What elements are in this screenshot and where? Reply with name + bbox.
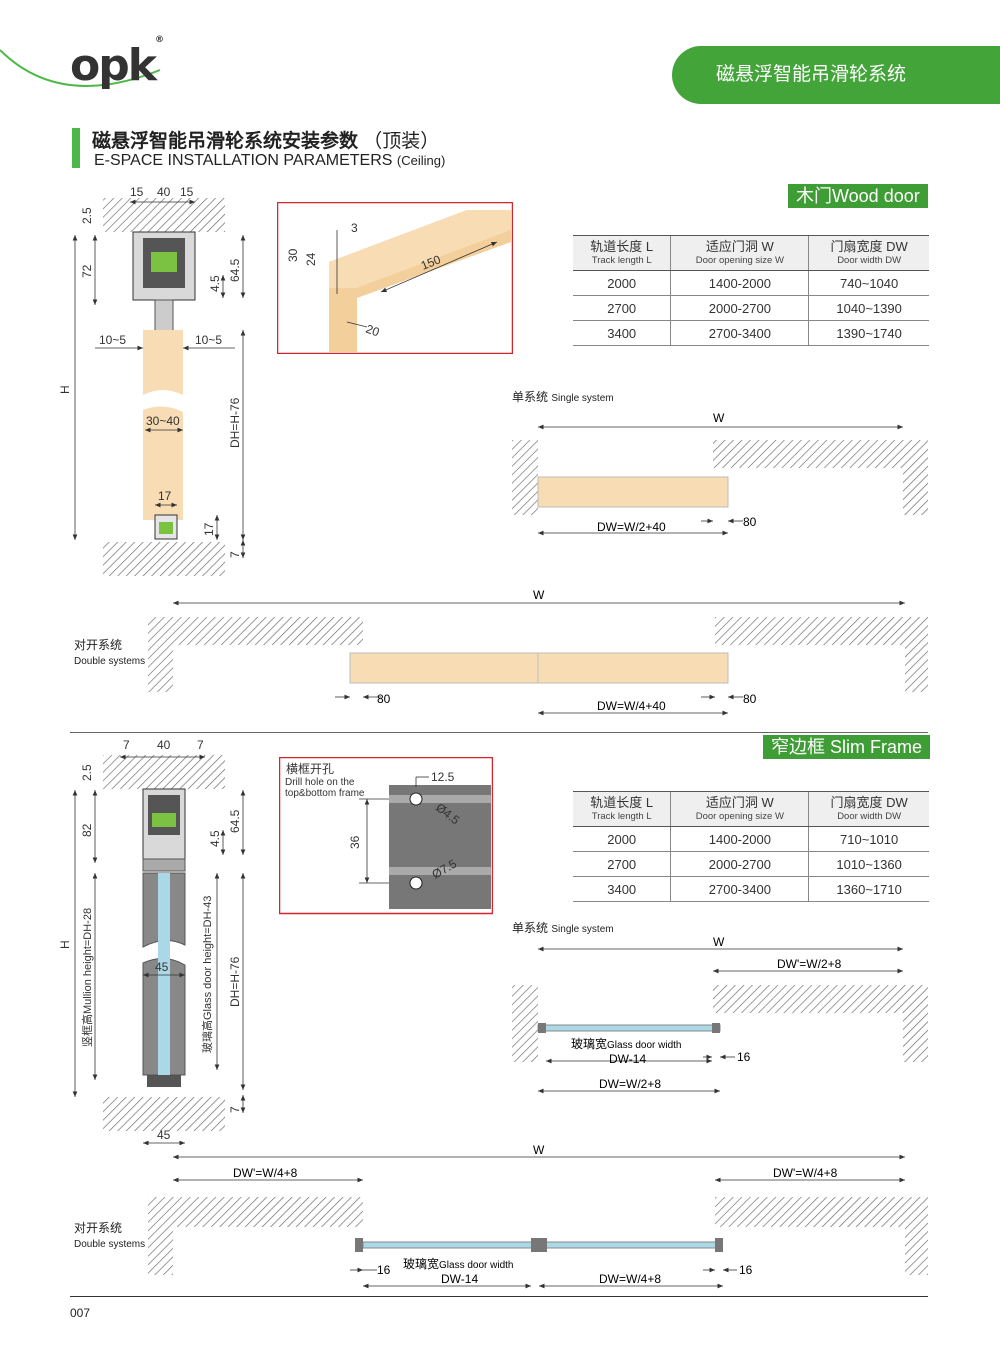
dim-40: 40 [157,738,171,752]
dim-80-left: 80 [377,692,391,706]
dim-64-5: 64.5 [228,809,242,833]
wood-single-label: 单系统 Single system [512,390,614,404]
drill-hole-detail: 横框开孔 Drill hole on the top&bottom frame … [279,757,493,915]
dim-7: 7 [228,1106,242,1113]
dim-7b: 7 [197,738,204,752]
dim-12-5: 12.5 [431,770,455,784]
dim-mullion: 竖框高Mullion height=DH-28 [80,908,94,1047]
slim-double-diagram: W DW'=W/4+8 DW'=W/4+8 16 玻璃宽Glass door w… [148,1143,928,1289]
dim-10-5-right: 10~5 [195,333,222,347]
dim-2-5: 2.5 [80,207,94,224]
dim-7a: 7 [123,738,130,752]
dim-3: 3 [351,221,358,235]
title-accent-bar [72,128,80,168]
opk-logo: opk® [70,35,164,91]
dim-dh: DH=H-76 [228,397,242,448]
dim-w: W [533,1143,545,1157]
dim-7: 7 [228,551,242,558]
dim-h: H [58,385,72,394]
dim-15b: 15 [180,185,194,199]
wood-door-tag: 木门Wood door [788,184,928,208]
drill-title: 横框开孔 [286,762,334,776]
dim-64-5: 64.5 [228,258,242,282]
dim-30-40: 30~40 [146,414,180,428]
dim-glass: 玻璃高Glass door height=DH-43 [200,896,214,1053]
dim-w: W [713,411,725,425]
dim-dw-14: DW-14 [441,1272,478,1286]
dim-45-bottom: 45 [157,1128,171,1142]
dim-h: H [58,940,72,949]
dim-dw: DW=W/2+8 [599,1077,661,1091]
dim-4-5: 4.5 [208,830,222,847]
footer-rule [70,1296,928,1297]
page-title: 磁悬浮智能吊滑轮系统安装参数 （顶装） [92,131,440,152]
dim-4-5: 4.5 [208,275,222,292]
dim-16-right: 16 [739,1263,753,1277]
wood-single-diagram: W DW=W/2+40 80 [512,411,928,536]
wood-section-drawing: 15 40 15 2.5 72 4.5 64.5 10~5 10~5 H 30~… [58,185,246,576]
dim-2-5: 2.5 [80,764,94,781]
dim-dw-prime-left: DW'=W/4+8 [233,1166,298,1180]
dim-dw: DW=W/4+40 [597,699,666,713]
dim-dw-14: DW-14 [609,1052,646,1066]
dim-82: 82 [80,823,94,837]
page-title-en: E-SPACE INSTALLATION PARAMETERS (Ceiling… [94,152,446,169]
dim-dw: DW=W/4+8 [599,1272,661,1286]
dim-17b: 17 [202,522,216,536]
header-banner: 磁悬浮智能吊滑轮系统 [672,46,1000,104]
slim-section-drawing: 7 40 7 2.5 82 4.5 64.5 H 竖框高Mullion heig… [58,738,246,1145]
glass-width-label: 玻璃宽Glass door width [403,1256,514,1271]
dim-24: 24 [304,252,318,266]
dim-dw-prime-right: DW'=W/4+8 [773,1166,838,1180]
dim-20: 20 [364,322,382,340]
dim-36: 36 [348,835,362,849]
slim-frame-tag: 窄边框 Slim Frame [763,735,931,759]
dim-dw-prime: DW'=W/2+8 [777,957,842,971]
dim-15a: 15 [130,185,144,199]
logo-swoosh [0,49,161,87]
glass-width-label: 玻璃宽Glass door width [571,1036,682,1051]
dim-80: 80 [743,515,757,529]
section-divider [70,732,928,733]
dim-17a: 17 [158,489,172,503]
dim-72: 72 [80,264,94,278]
wood-double-diagram: W 80 DW=W/4+40 80 [148,588,928,716]
drill-subtitle: Drill hole on the top&bottom frame [285,777,365,799]
dim-w: W [713,935,725,949]
dim-10-5-left: 10~5 [99,333,126,347]
wood-groove-detail: 3 30 24 150 20 [277,202,513,354]
page-number: 007 [70,1306,91,1320]
dim-30: 30 [286,248,300,262]
dim-80-right: 80 [743,692,757,706]
dim-dh: DH=H-76 [228,956,242,1007]
dim-40: 40 [157,185,171,199]
dim-w: W [533,588,545,602]
dim-16: 16 [737,1050,751,1064]
dim-dw: DW=W/2+40 [597,520,666,534]
dim-45: 45 [155,960,169,974]
slim-single-label: 单系统 Single system [512,921,614,935]
slim-single-diagram: W DW'=W/2+8 玻璃宽Glass door width DW-14 16… [512,935,928,1094]
dim-16-left: 16 [377,1263,391,1277]
